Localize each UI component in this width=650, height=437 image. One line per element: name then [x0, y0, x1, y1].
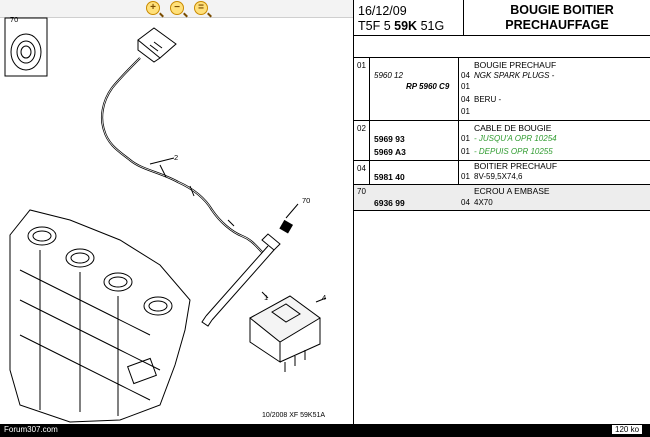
part-ref[interactable]: 5969 93	[374, 134, 405, 144]
part-qty: 01	[461, 172, 470, 181]
catalog-code: T5F 5 59K 51G	[358, 19, 445, 33]
zoom-out-icon[interactable]: −	[170, 1, 184, 15]
relay-box-icon	[249, 295, 321, 343]
part-ref[interactable]: 5981 40	[374, 172, 405, 182]
row-group: 70	[357, 187, 366, 196]
footer-site[interactable]: Forum307.com	[4, 425, 58, 434]
catalog-date: 16/12/09	[358, 4, 407, 18]
washer-icon	[10, 33, 42, 71]
parts-diagram: 70 2 70 1 4 10/2008 XF 59K51A	[4, 15, 327, 423]
page-title-line1: BOUGIE BOITIER	[510, 3, 614, 17]
table-row[interactable]: BOITIER PRECHAUF 04 5981 40 01 8V-59,5X7…	[354, 160, 650, 184]
part-qty: 04	[461, 71, 470, 80]
part-qty: 01	[461, 147, 470, 156]
part-ref[interactable]: RP 5960 C9	[406, 82, 450, 91]
table-row[interactable]: 70 ECROU A EMBASE 6936 99 04 4X70	[354, 185, 650, 210]
footer-bar: Forum307.com 120 ko	[0, 424, 650, 437]
callout-4: 4	[322, 293, 326, 302]
page-title-line2: PRECHAUFFAGE	[505, 18, 609, 32]
part-qty: 01	[461, 107, 470, 116]
part-qty: 01	[461, 134, 470, 143]
part-desc: - DEPUIS OPR 10255	[474, 147, 553, 156]
callout-2: 2	[174, 153, 178, 162]
part-ref[interactable]: 6936 99	[374, 198, 405, 208]
row-group: 02	[357, 124, 366, 133]
connector-icon	[137, 27, 177, 59]
row-group: 01	[357, 61, 366, 70]
row-title: BOUGIE PRECHAUF	[474, 60, 557, 70]
callout-1: 1	[264, 293, 268, 302]
diagram-panel: + − =	[0, 0, 353, 424]
table-row[interactable]: 01 BOUGIE PRECHAUF 5960 12 04 NGK SPARK …	[354, 57, 650, 120]
part-desc: 8V-59,5X74,6	[474, 172, 523, 181]
parts-list-panel: 16/12/09 T5F 5 59K 51G BOUGIE BOITIER PR…	[353, 0, 650, 424]
part-desc: BERU -	[474, 95, 502, 104]
part-desc: - JUSQU'A OPR 10254	[474, 134, 557, 143]
part-qty: 01	[461, 82, 470, 91]
engine-head-icon	[9, 209, 191, 423]
part-qty: 04	[461, 95, 470, 104]
part-desc: 4X70	[474, 198, 493, 207]
row-title: ECROU A EMBASE	[474, 186, 550, 196]
part-ref[interactable]: 5960 12	[374, 71, 403, 80]
row-title: BOITIER PRECHAUF	[474, 161, 558, 171]
zoom-in-icon[interactable]: +	[146, 1, 160, 15]
nut-icon	[279, 219, 294, 234]
part-desc: NGK SPARK PLUGS -	[474, 71, 555, 80]
table-row[interactable]: 02 CABLE DE BOUGIE 5969 93 01 - JUSQU'A …	[354, 120, 650, 160]
zoom-toolbar: + − =	[0, 0, 353, 18]
zoom-fit-icon[interactable]: =	[194, 1, 208, 15]
row-title: CABLE DE BOUGIE	[474, 123, 552, 133]
glow-plug-icon	[205, 245, 275, 321]
washer-box	[4, 17, 48, 77]
callout-70-a: 70	[10, 15, 18, 24]
row-group: 04	[357, 164, 366, 173]
callout-70-b: 70	[302, 196, 310, 205]
part-ref[interactable]: 5969 A3	[374, 147, 406, 157]
diagram-caption: 10/2008 XF 59K51A	[262, 412, 325, 419]
part-qty: 04	[461, 198, 470, 207]
footer-size: 120 ko	[612, 425, 643, 434]
